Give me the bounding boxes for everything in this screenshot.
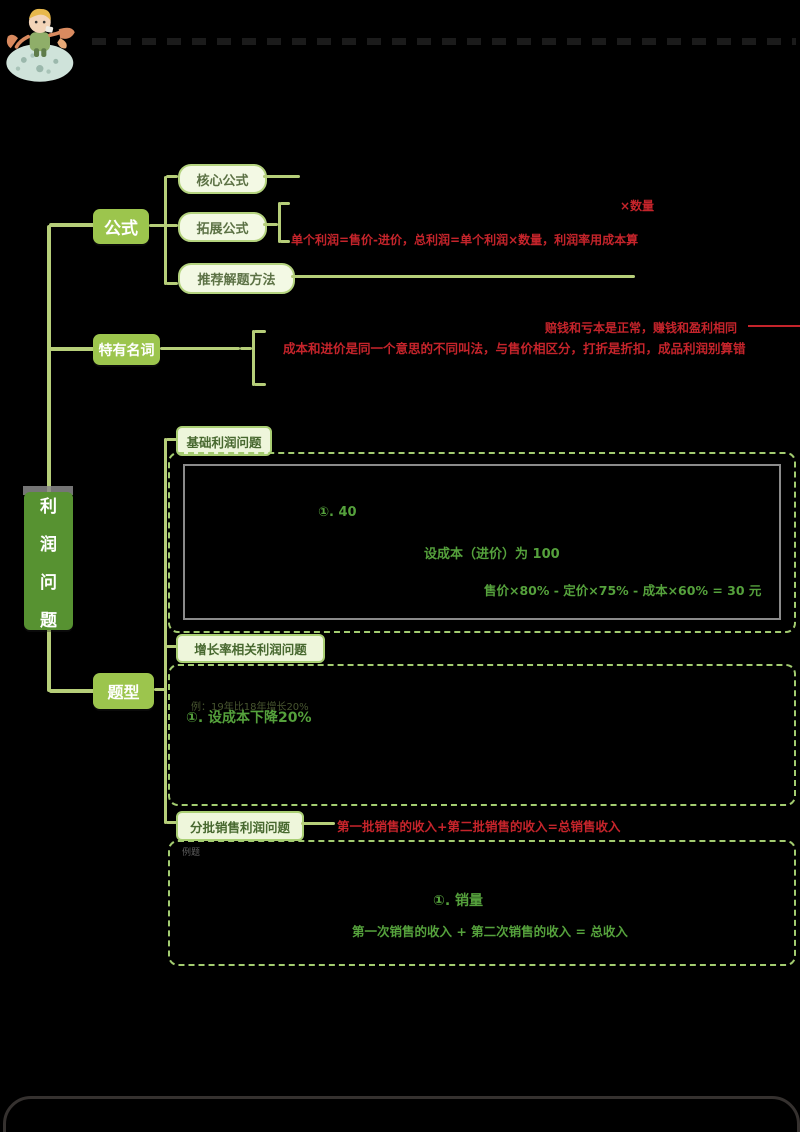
basic-equation-note: 售价×80% - 定价×75% - 成本×60% = 30 元: [484, 583, 762, 598]
type-label-text: 增长率相关利润问题: [194, 642, 307, 657]
type-label-text: 分批销售利润问题: [189, 819, 290, 835]
bracket-vertical: [278, 202, 281, 243]
extended-formula-tail-note: ×数量: [620, 199, 655, 213]
subtopic-recommended-method[interactable]: 推荐解题方法: [178, 263, 295, 294]
root-char: 题: [40, 610, 57, 631]
connector: [166, 438, 177, 441]
batch-equation-note: 第一次销售的收入 + 第二次销售的收入 = 总收入: [352, 924, 628, 939]
growth-example-note: 例：19年比18年增长20%: [191, 702, 309, 713]
basic-profit-dashed-box: [168, 452, 796, 633]
connector: [166, 175, 178, 178]
type-label-basic-profit[interactable]: 基础利润问题: [176, 426, 272, 456]
batch-profit-dashed-box: [168, 840, 796, 966]
connector: [263, 175, 300, 178]
page-bottom-edge: [3, 1096, 800, 1132]
growth-profit-dashed-box: [168, 664, 796, 806]
subtopic-core-formula[interactable]: 核心公式: [178, 164, 267, 194]
basic-profit-worked-area: [183, 464, 781, 620]
branch-label: 题型: [107, 683, 140, 702]
branch-label: 公式: [104, 219, 138, 239]
top-edge-artifact: [92, 38, 796, 45]
growth-step-note: ①. 设成本下降20%: [186, 710, 312, 726]
root-char: 问: [40, 572, 57, 593]
basic-assume-note: 设成本（进价）为 100: [424, 547, 560, 562]
subtopic-label: 推荐解题方法: [197, 273, 276, 288]
subtopic-extended-formula[interactable]: 拓展公式: [178, 212, 267, 242]
connector: [301, 822, 335, 825]
types-spine: [164, 438, 167, 824]
terms-note-connector: [748, 325, 800, 327]
type-label-text: 基础利润问题: [186, 434, 262, 450]
extended-formula-note: 单个利润=售价-进价，总利润=单个利润×数量，利润率用成本算: [291, 233, 639, 247]
batch-relation-note: 第一批销售的收入+第二批销售的收入=总销售收入: [337, 819, 621, 834]
connector: [166, 645, 177, 648]
connector: [149, 224, 165, 227]
connector: [166, 224, 178, 227]
connector-terms: [49, 347, 95, 351]
branch-node-special-terms[interactable]: 特有名词: [93, 334, 160, 365]
bracket-vertical: [252, 330, 255, 386]
branch-node-question-types[interactable]: 题型: [93, 673, 154, 709]
root-char: 利: [40, 496, 57, 517]
root-node-profit-problems[interactable]: 利 润 问 题: [24, 492, 73, 631]
connector-formulas: [49, 223, 95, 227]
connector: [154, 688, 166, 691]
bracket-arm: [254, 383, 266, 386]
branch-node-formulas[interactable]: 公式: [93, 209, 149, 244]
bracket-nub: [240, 347, 252, 350]
subtopic-label: 拓展公式: [196, 221, 249, 237]
terms-note-main: 成本和进价是同一个意思的不同叫法，与售价相区分，打折是折扣，成品利润别算错: [283, 341, 746, 356]
root-node-shadow: [23, 486, 73, 495]
connector: [166, 282, 178, 285]
connector: [160, 347, 240, 350]
bracket-arm: [280, 240, 290, 243]
connector: [164, 176, 167, 285]
bracket-arm: [254, 330, 266, 333]
spine-connector: [47, 225, 51, 692]
connector: [263, 223, 278, 226]
root-char: 润: [40, 534, 57, 555]
batch-step-note: ①. 销量: [433, 893, 484, 909]
branch-label: 特有名词: [98, 342, 155, 359]
type-label-batch-profit[interactable]: 分批销售利润问题: [176, 811, 304, 841]
mascot-illustration: [6, 8, 75, 82]
basic-step-note: ①. 40: [318, 505, 357, 520]
connector-types: [49, 689, 95, 693]
batch-corner-note: 例题: [182, 848, 201, 858]
bracket-arm: [280, 202, 290, 205]
subtopic-label: 核心公式: [196, 173, 249, 189]
connector: [166, 821, 177, 824]
terms-note-top: 赔钱和亏本是正常，赚钱和盈利相同: [545, 321, 738, 335]
connector: [291, 275, 635, 278]
type-label-growth-profit[interactable]: 增长率相关利润问题: [176, 634, 325, 663]
